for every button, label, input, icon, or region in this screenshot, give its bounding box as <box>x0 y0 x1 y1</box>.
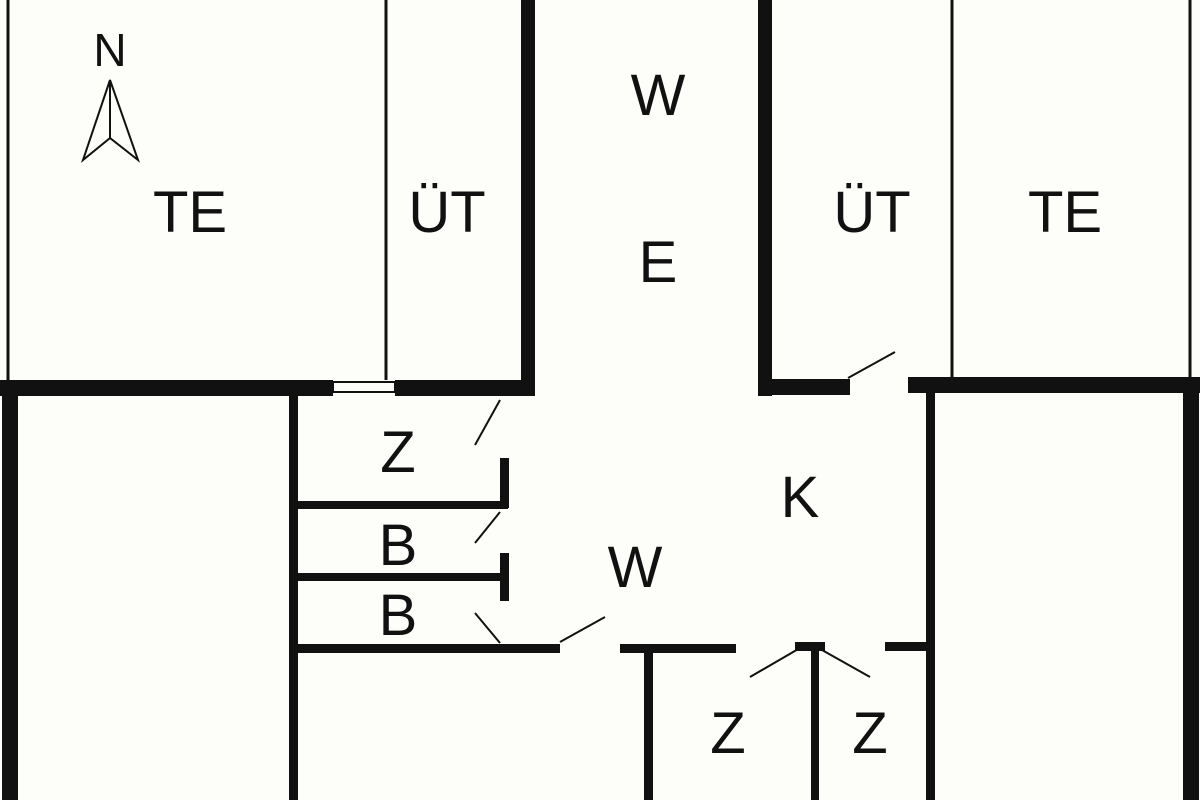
door-swing <box>559 616 606 643</box>
room-label: Z <box>852 701 887 766</box>
room-label: B <box>379 513 418 578</box>
wall <box>395 380 535 396</box>
door-swing <box>474 399 501 446</box>
room-label: TE <box>153 180 227 245</box>
wall <box>0 380 333 396</box>
wall <box>811 648 819 800</box>
wall <box>2 380 18 800</box>
wall <box>795 642 825 651</box>
door-swing <box>474 612 501 644</box>
wall <box>1183 380 1199 800</box>
compass-label: N <box>93 24 126 76</box>
north-arrow-icon <box>80 79 111 163</box>
door-swing <box>847 351 896 379</box>
north-arrow-icon <box>109 79 141 163</box>
wall <box>644 648 653 800</box>
wall <box>500 553 509 601</box>
wall <box>298 644 560 653</box>
wall <box>758 379 850 395</box>
room-label: TE <box>1028 180 1102 245</box>
wall <box>500 458 509 508</box>
door-swing <box>821 649 871 678</box>
wall <box>620 644 736 653</box>
wall <box>926 393 935 800</box>
room-label: W <box>631 63 686 128</box>
door-swing <box>474 511 501 544</box>
room-labels: TE ÜT W E ÜT TE Z B B K W Z Z <box>153 63 1102 766</box>
room-label: ÜT <box>833 180 910 245</box>
room-label: K <box>781 465 820 530</box>
wall <box>298 573 508 581</box>
room-label: W <box>608 535 663 600</box>
wall <box>298 501 508 509</box>
wall <box>758 0 772 396</box>
room-label: Z <box>380 420 415 485</box>
room-label: ÜT <box>408 180 485 245</box>
room-label: E <box>639 230 678 295</box>
door-swing <box>749 647 801 678</box>
room-label: B <box>379 583 418 648</box>
wall <box>289 396 298 800</box>
north-compass: N <box>80 24 141 163</box>
wall <box>908 377 1200 393</box>
wall <box>521 0 535 396</box>
wall <box>885 642 930 651</box>
window <box>332 381 396 393</box>
room-label: Z <box>710 701 745 766</box>
